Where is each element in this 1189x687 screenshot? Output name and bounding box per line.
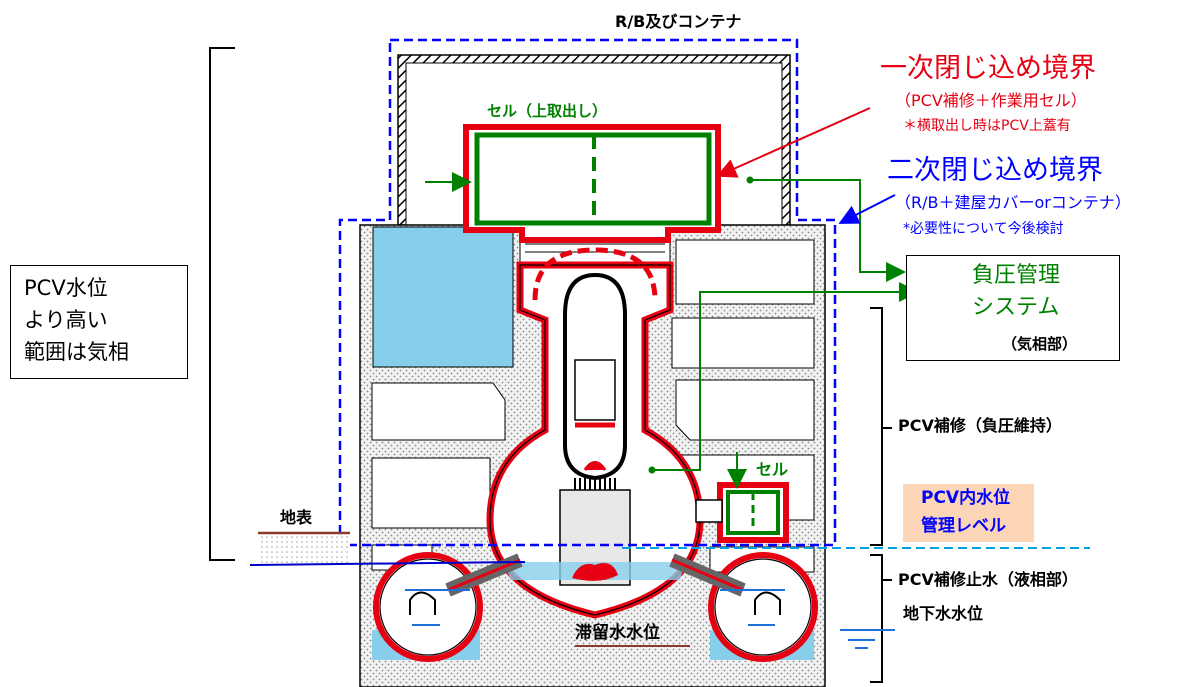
pcv-stop-label: PCV補修止水（液相部） xyxy=(898,570,1078,589)
rpv-internal xyxy=(574,359,616,421)
left-bracket xyxy=(209,47,235,561)
ground-soil xyxy=(258,533,350,563)
bracket-pcv-repair xyxy=(870,307,883,546)
room-left-2 xyxy=(371,457,491,529)
gas-phase-line3: 範囲は気相 xyxy=(24,340,129,364)
stagnant-level-line xyxy=(249,561,526,566)
torus-internal-right xyxy=(720,589,785,626)
secondary-boundary-note: *必要性について今後検討 xyxy=(903,221,1064,237)
gas-phase-note-box xyxy=(10,265,188,379)
gas-phase-line1: PCV水位 xyxy=(24,276,108,300)
primary-boundary-title: 一次閉じ込め境界 xyxy=(880,53,1096,84)
water-level-line1: PCV内水位 xyxy=(921,488,1011,508)
water-level-badge xyxy=(903,484,1034,542)
rb-container-label: R/B及びコンテナ xyxy=(615,12,742,31)
room-right-0 xyxy=(675,239,815,305)
negative-pressure-system-box xyxy=(906,255,1120,361)
fuel-debris xyxy=(572,562,618,581)
groundwater-icon xyxy=(840,629,895,649)
primary-pointer xyxy=(716,107,871,178)
ground-surface-label: 地表 xyxy=(280,508,313,527)
pcv-exhaust-line xyxy=(652,282,919,471)
secondary-boundary xyxy=(338,38,837,547)
neg-pressure-line3: （気相部） xyxy=(1002,335,1078,353)
pcv-dome-dashed xyxy=(532,247,658,301)
secondary-boundary-title: 二次閉じ込め境界 xyxy=(887,155,1103,186)
bracket-pcv-stop xyxy=(870,554,883,683)
side-cell-label: セル xyxy=(756,460,789,479)
torus-right xyxy=(708,552,818,662)
primary-boundary-note: ＊横取出し時はPCV上蓋有 xyxy=(903,118,1071,134)
room-right-1 xyxy=(671,317,815,369)
torus-internal-left xyxy=(405,589,470,626)
neg-pressure-line1: 負圧管理 xyxy=(972,263,1061,288)
water-level-line2: 管理レベル xyxy=(921,516,1006,536)
room-left-1 xyxy=(371,382,506,441)
stagnant-water-label: 滞留水水位 xyxy=(575,623,660,643)
neg-pressure-line2: システム xyxy=(972,295,1060,320)
gas-phase-line2: より高い xyxy=(24,308,108,332)
spent-fuel-pool xyxy=(372,226,514,368)
side-cell-connector xyxy=(695,499,723,523)
pcv-repair-label: PCV補修（負圧維持） xyxy=(898,416,1062,435)
top-cell-label: セル（上取出し） xyxy=(487,102,608,120)
torus-left xyxy=(373,552,483,662)
room-right-2 xyxy=(675,379,815,441)
primary-boundary-sub: （PCV補修＋作業用セル） xyxy=(895,91,1087,110)
cell-exhaust-line xyxy=(750,179,906,282)
groundwater-label: 地下水水位 xyxy=(903,604,984,623)
secondary-pointer xyxy=(838,194,896,224)
secondary-boundary-sub: （R/B＋建屋カバーorコンテナ） xyxy=(895,193,1131,212)
